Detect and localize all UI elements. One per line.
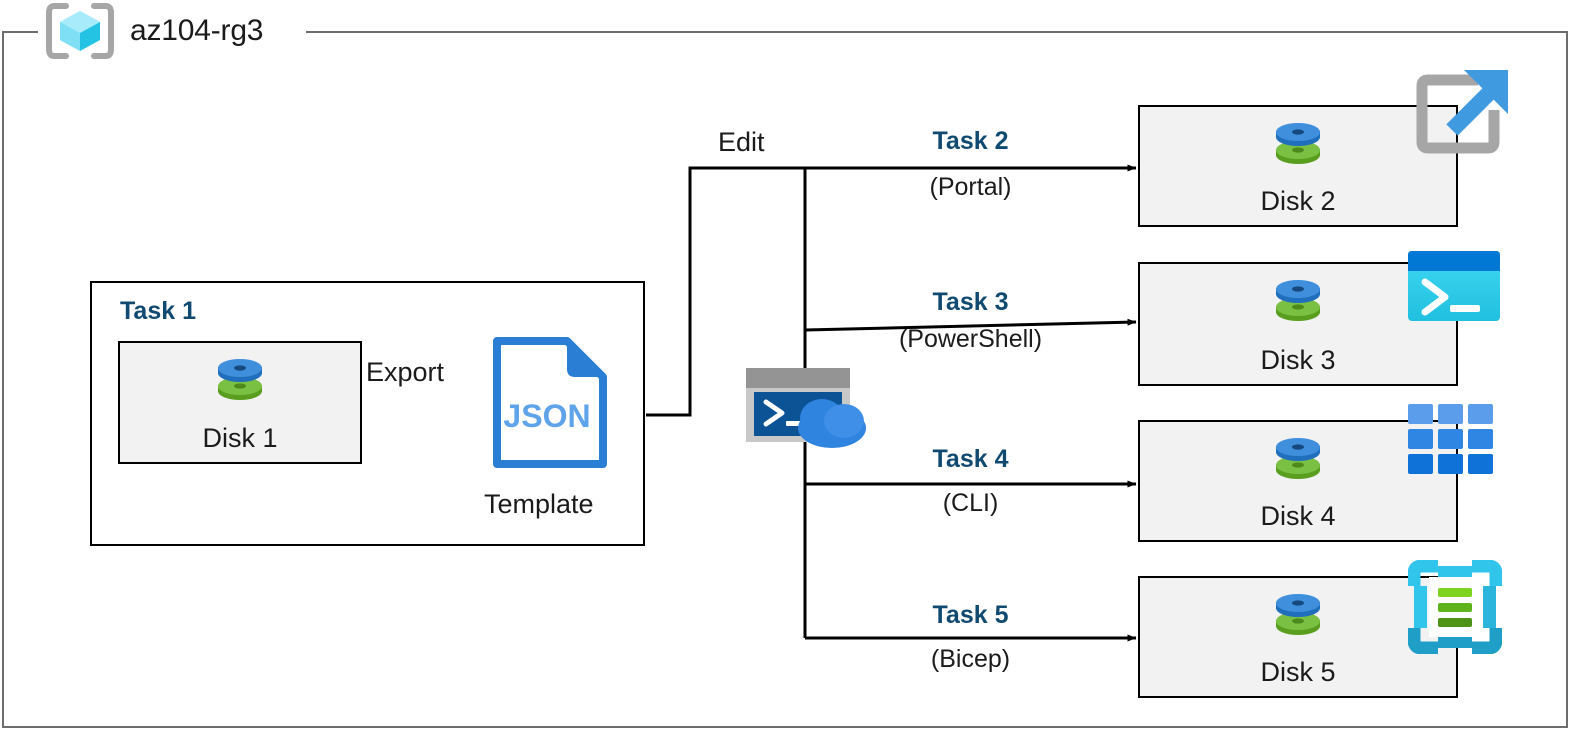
task4-method: (CLI) [942, 489, 999, 517]
disk1-caption: Disk 1 [202, 423, 278, 453]
disk5-box: Disk 5 [1138, 576, 1458, 698]
edit-label: Edit [718, 127, 765, 157]
task4-connector-label: Task 4 [805, 445, 1136, 473]
task2-method-label: (Portal) [805, 173, 1136, 202]
task3-connector-label: Task 3 [805, 288, 1136, 316]
resource-group-title: az104-rg3 [130, 14, 264, 47]
managed-disk-icon [213, 355, 267, 422]
task5-label: Task 5 [932, 601, 1009, 629]
task3-method-label: (PowerShell) [805, 325, 1136, 354]
cloud-shell-icon [744, 366, 868, 453]
task3-method: (PowerShell) [898, 325, 1043, 353]
disk3-box: Disk 3 [1138, 262, 1458, 386]
disk3-caption: Disk 3 [1260, 345, 1336, 375]
task1-label: Task 1 [120, 297, 196, 325]
task5-method-label: (Bicep) [805, 645, 1136, 674]
template-caption: Template [484, 489, 594, 519]
resource-group-header: az104-rg3 [44, 2, 263, 60]
task5-method: (Bicep) [930, 645, 1011, 673]
managed-disk-icon [1271, 276, 1325, 343]
disk2-box: Disk 2 [1138, 105, 1458, 227]
disk4-box: Disk 4 [1138, 420, 1458, 542]
resource-group-cube-icon [44, 2, 116, 60]
task4-method-label: (CLI) [805, 489, 1136, 518]
task3-label: Task 3 [932, 288, 1009, 316]
disk2-caption: Disk 2 [1260, 186, 1336, 216]
disk5-caption: Disk 5 [1260, 657, 1336, 687]
disk1-box: Disk 1 [118, 341, 362, 464]
azure-portal-icon [1408, 62, 1516, 175]
resource-group-frame [2, 31, 1568, 728]
managed-disk-icon [1271, 434, 1325, 501]
task2-connector-label: Task 2 [805, 127, 1136, 155]
task2-label: Task 2 [932, 127, 1009, 155]
task2-method: (Portal) [929, 173, 1012, 201]
task4-label: Task 4 [932, 445, 1009, 473]
managed-disk-icon [1271, 119, 1325, 186]
export-label: Export [366, 357, 445, 387]
svg-text:JSON: JSON [503, 398, 590, 434]
managed-disk-icon [1271, 590, 1325, 657]
bicep-file-icon [1407, 559, 1503, 659]
task5-connector-label: Task 5 [805, 601, 1136, 629]
json-file-icon: JSON [489, 335, 611, 475]
azure-cli-grid-icon [1408, 404, 1494, 479]
powershell-terminal-icon [1407, 250, 1501, 327]
disk4-caption: Disk 4 [1260, 501, 1336, 531]
